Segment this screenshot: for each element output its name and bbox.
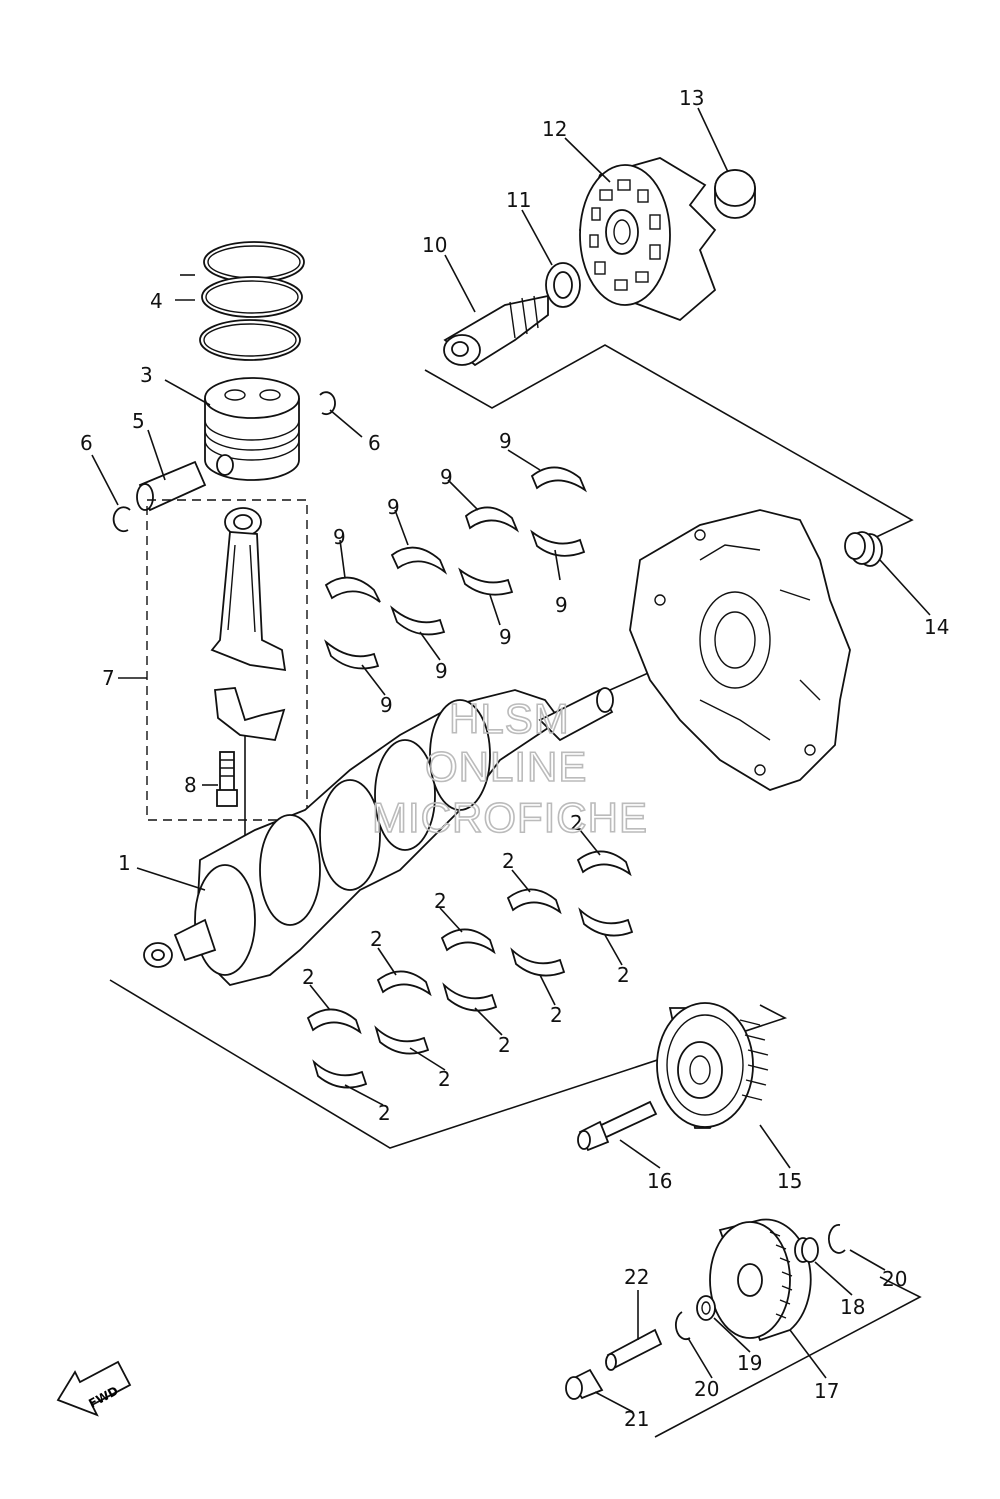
- callout-2-e: 2: [302, 965, 315, 989]
- callout-2-a: 2: [570, 811, 583, 835]
- callout-2-d: 2: [370, 927, 383, 951]
- forward-arrow-icon: FWD: [56, 1360, 132, 1417]
- part-1-crankshaft: [143, 687, 614, 986]
- part-5-piston-pin: [136, 460, 207, 512]
- watermark-line-3: MICROFICHE: [372, 794, 648, 841]
- part-10-shaft: [443, 294, 549, 367]
- callout-3: 3: [140, 363, 153, 387]
- callout-labels: 1 3 4 5 6 6 7 8 10 11 12 13 14 9 9 9 9 9…: [80, 86, 949, 1431]
- callout-12: 12: [542, 117, 567, 141]
- callout-9-f: 9: [499, 625, 512, 649]
- part-8-bolt: [216, 751, 238, 807]
- part-21-collar: [565, 1368, 604, 1400]
- callout-6-left: 6: [80, 431, 93, 455]
- part-18-spring: [794, 1237, 819, 1263]
- group-outline-bearings: [109, 979, 788, 1149]
- callout-2-j: 2: [378, 1101, 391, 1125]
- callout-2-b: 2: [502, 849, 515, 873]
- callout-4: 4: [150, 289, 163, 313]
- callout-9-c: 9: [387, 495, 400, 519]
- callout-6-right: 6: [368, 431, 381, 455]
- callout-18: 18: [840, 1295, 865, 1319]
- part-6-circlip-left: [112, 506, 131, 533]
- part-20-circlip-upper: [828, 1224, 846, 1254]
- callout-9-b: 9: [440, 465, 453, 489]
- part-12-cover: [579, 157, 717, 322]
- crankcase-cover: [629, 509, 851, 791]
- callout-11: 11: [506, 188, 531, 212]
- bearings-9: [324, 466, 587, 670]
- watermark-line-2: ONLINE: [425, 743, 587, 790]
- callout-2-i: 2: [438, 1067, 451, 1091]
- callout-17: 17: [814, 1379, 839, 1403]
- callout-9-e: 9: [555, 593, 568, 617]
- part-16-flywheel-bolt: [577, 1100, 658, 1152]
- callout-2-c: 2: [434, 889, 447, 913]
- bearings-2: [306, 850, 634, 1089]
- callout-21: 21: [624, 1407, 649, 1431]
- callout-20-lower: 20: [694, 1377, 719, 1401]
- callout-2-f: 2: [617, 963, 630, 987]
- part-14-spring-plug: [844, 531, 883, 567]
- callout-10: 10: [422, 233, 447, 257]
- callout-19: 19: [737, 1351, 762, 1375]
- part-13-plug: [714, 169, 756, 219]
- callout-20-upper: 20: [882, 1267, 907, 1291]
- callout-8: 8: [184, 773, 197, 797]
- part-19-washer: [696, 1295, 716, 1321]
- watermark-line-1: HLSM: [449, 695, 570, 742]
- callout-2-g: 2: [550, 1003, 563, 1027]
- callout-13: 13: [679, 86, 704, 110]
- watermark: HLSM ONLINE MICROFICHE: [371, 694, 648, 842]
- group-outline-upper: [424, 344, 914, 541]
- callout-9-h: 9: [380, 693, 393, 717]
- part-3-piston: [204, 377, 300, 481]
- callout-9-d: 9: [333, 525, 346, 549]
- part-7-connecting-rod: [210, 507, 287, 742]
- part-4-piston-rings: [175, 241, 305, 361]
- part-11-oil-seal: [545, 262, 581, 308]
- part-20-circlip-lower: [675, 1311, 691, 1341]
- callout-5: 5: [132, 409, 145, 433]
- part-22-pin: [605, 1328, 663, 1371]
- part-17-gear: [709, 1218, 812, 1342]
- callout-9-g: 9: [435, 659, 448, 683]
- bearing-9: [324, 466, 587, 670]
- callout-15: 15: [777, 1169, 802, 1193]
- group-outline-conrod: [146, 499, 308, 821]
- group-outline-gear: [654, 1276, 922, 1438]
- part-15-flywheel: [656, 1002, 769, 1129]
- callout-9-a: 9: [499, 429, 512, 453]
- callout-2-h: 2: [498, 1033, 511, 1057]
- callout-16: 16: [647, 1169, 672, 1193]
- callout-22: 22: [624, 1265, 649, 1289]
- part-6-circlip-right: [319, 391, 336, 416]
- callout-7: 7: [102, 666, 115, 690]
- leader-lines: [91, 107, 931, 1413]
- callout-1: 1: [118, 851, 131, 875]
- callout-14: 14: [924, 615, 949, 639]
